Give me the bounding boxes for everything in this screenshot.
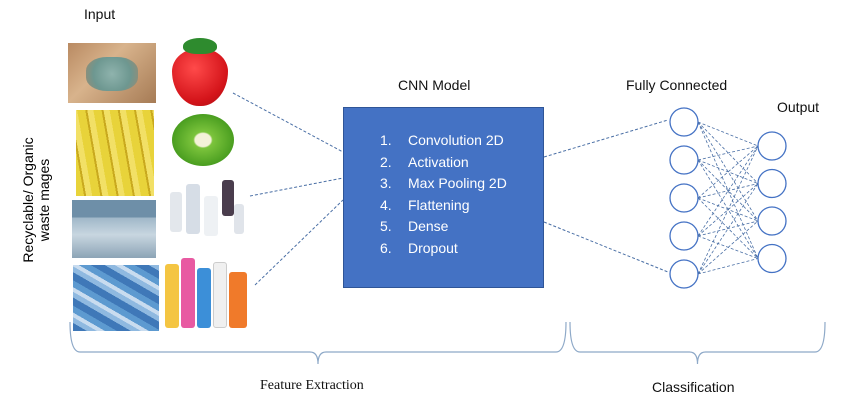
moldy-bread-image — [68, 43, 156, 103]
cnn-layer-number: 4. — [380, 196, 392, 213]
network-edge — [697, 145, 759, 199]
cnn-layer-item: 4. Flattening — [380, 195, 507, 217]
cnn-connector-line — [543, 221, 669, 273]
classification-brace — [569, 321, 826, 365]
plastic-bottles-white-image — [166, 174, 246, 244]
output-node — [757, 243, 787, 274]
cnn-model-box: 1. Convolution 2D 2. Activation 3. Max Poolin… — [343, 107, 544, 288]
cnn-layer-number: 1. — [380, 132, 392, 148]
network-edge — [697, 145, 759, 237]
network-edge — [697, 183, 759, 237]
network-edge — [697, 145, 759, 161]
cnn-layer-number: 2. — [380, 153, 392, 170]
input-connector-line — [254, 199, 344, 286]
strawberry-image — [165, 36, 235, 108]
output-node — [757, 168, 787, 199]
output-node — [757, 131, 787, 161]
cnn-layer-item: 1. Convolution 2D — [380, 130, 507, 152]
hidden-node — [669, 259, 699, 289]
cnn-layer-name: Max Pooling 2D — [408, 175, 507, 192]
classification-label: Classification — [652, 379, 735, 395]
hidden-node — [669, 183, 699, 213]
cnn-layer-item: 2. Activation — [380, 152, 507, 174]
plastic-waste-pile-image — [72, 200, 156, 258]
cnn-layer-name: Flattening — [408, 196, 470, 213]
network-edge — [697, 220, 759, 275]
input-connector-line — [232, 92, 344, 153]
colored-detergent-bottles-image — [163, 254, 251, 332]
hidden-node — [669, 221, 699, 251]
hidden-node — [669, 145, 699, 175]
feature-extraction-label: Feature Extraction — [260, 378, 364, 393]
network-edge — [697, 159, 759, 184]
network-edge — [697, 145, 759, 275]
output-label: Output — [777, 99, 820, 115]
cnn-layer-name: Dropout — [408, 239, 458, 256]
network-edge — [697, 183, 759, 199]
cnn-layer-item: 5. Dense — [380, 216, 507, 238]
bananas-image — [76, 110, 154, 196]
network-edge — [697, 220, 759, 237]
network-edge — [697, 258, 759, 275]
cnn-layer-name: Activation — [408, 153, 469, 170]
cnn-connector-line — [543, 119, 669, 158]
cnn-layer-list: 1. Convolution 2D 2. Activation 3. Max Poolin… — [380, 130, 507, 260]
cnn-layer-number: 5. — [380, 218, 392, 235]
input-connector-line — [249, 177, 344, 197]
feature-extraction-brace — [69, 321, 567, 365]
plastic-bottles-pile-image — [73, 265, 159, 331]
output-node — [757, 206, 787, 236]
cnn-layer-item: 6. Dropout — [380, 238, 507, 260]
cnn-layer-item: 3. Max Pooling 2D — [380, 173, 507, 195]
network-edge — [697, 121, 759, 147]
network-edge — [697, 183, 759, 275]
cnn-layer-name: Convolution 2D — [408, 132, 504, 148]
cnn-layer-name: Dense — [408, 218, 449, 235]
cnn-model-label: CNN Model — [398, 77, 471, 93]
fully-connected-label: Fully Connected — [626, 77, 728, 93]
hidden-node — [669, 107, 699, 137]
input-label: Input — [84, 6, 116, 22]
cnn-layer-number: 6. — [380, 239, 392, 256]
cnn-layer-number: 3. — [380, 175, 392, 192]
kiwi-image — [170, 110, 236, 170]
